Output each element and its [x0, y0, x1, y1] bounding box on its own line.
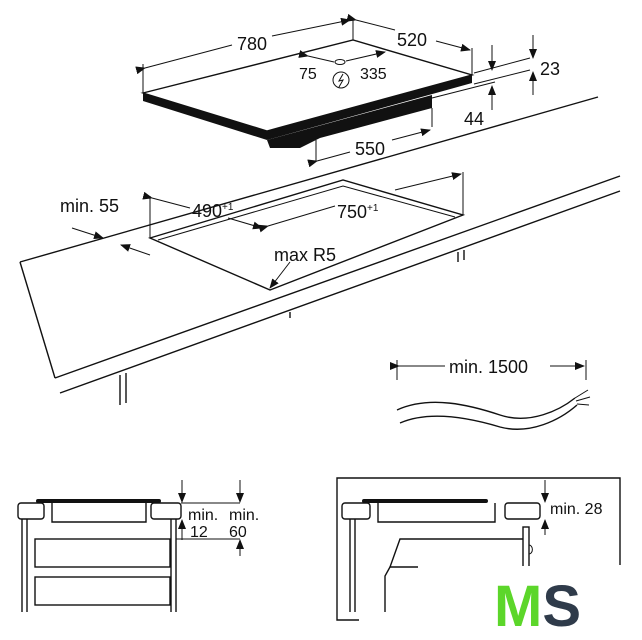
cutout-depth-label: 490+1: [192, 201, 234, 221]
cable-drawing: min. 1500: [390, 357, 591, 430]
connection-left-label: 75: [299, 66, 317, 83]
section-drawer: min. 12 min. 60: [17, 480, 259, 612]
body-width-label: 550: [355, 139, 385, 159]
min-label-b: min.: [229, 507, 259, 524]
corner-radius-label: max R5: [274, 245, 336, 265]
cutout-depth-tolerance: +1: [222, 202, 234, 213]
section-oven: min. 28: [336, 477, 621, 621]
logo-text: MS: [494, 574, 581, 639]
cable-length-label: min. 1500: [449, 357, 528, 377]
glass-thickness-label: 23: [540, 59, 560, 79]
logo-letter-m: M: [494, 574, 542, 639]
cutout-width-value: 750: [337, 202, 367, 222]
cutout-depth-value: 490: [192, 201, 222, 221]
logo-letter-s: S: [542, 574, 581, 639]
countertop-drawing: min. 55 490+1 750+1 max R5: [19, 96, 621, 405]
min-28-label: min. 28: [550, 501, 603, 518]
gap-60-label: 60: [229, 524, 247, 541]
electrical-connection-icon: [332, 71, 350, 89]
cutout-width-tolerance: +1: [367, 203, 379, 214]
cutout-width-label: 750+1: [337, 202, 379, 222]
hob-drawing: 780 520 75 335 23 44 550: [135, 13, 560, 168]
connection-right-label: 335: [360, 66, 387, 83]
body-height-label: 44: [464, 109, 484, 129]
hob-depth-label: 520: [397, 30, 427, 50]
ms-logo: MS: [470, 566, 642, 640]
min-front-distance-label: min. 55: [60, 196, 119, 216]
gap-12-label: 12: [190, 524, 208, 541]
hob-width-label: 780: [237, 34, 267, 54]
min-label-a: min.: [188, 507, 218, 524]
